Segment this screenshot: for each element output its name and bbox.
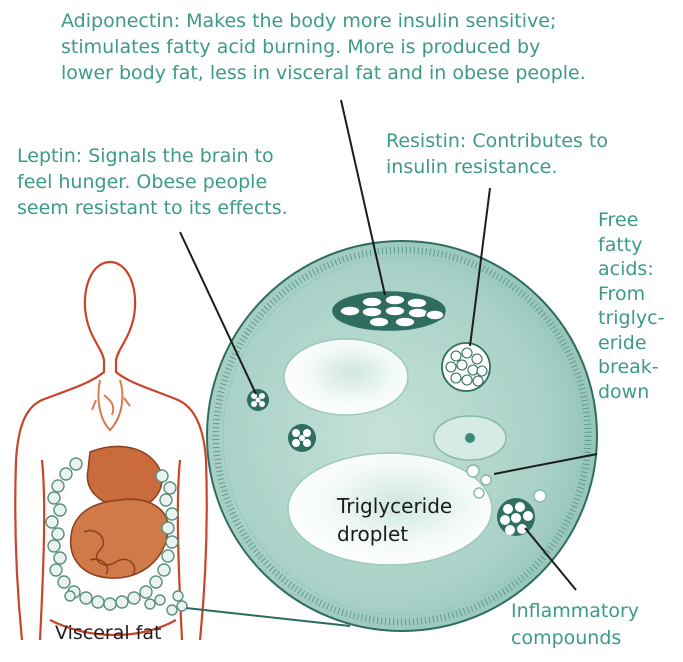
leptin-label: Leptin: Signals the brain to feel hunger…: [17, 143, 288, 221]
resistin-label: Resistin: Contributes to insulin resista…: [386, 128, 608, 180]
heart-and-vessels: [92, 380, 130, 430]
adiponectin-granules: [333, 292, 445, 330]
small-droplet: [284, 339, 408, 415]
cell-nucleus: [434, 416, 506, 460]
adiponectin-label: Adiponectin: Makes the body more insulin…: [61, 8, 586, 86]
resistin-granules: [442, 343, 490, 391]
triglyceride-droplet-label: Triglyceride droplet: [337, 492, 452, 548]
visceral-fat-label: Visceral fat: [55, 620, 161, 646]
inflammatory-compounds-label: Inflammatory compounds: [511, 598, 639, 652]
abdominal-organs: [71, 446, 169, 578]
inflammatory-granules: [497, 498, 535, 536]
free-fatty-acids-label: Free fatty acids: From triglyc- eride br…: [598, 208, 664, 404]
